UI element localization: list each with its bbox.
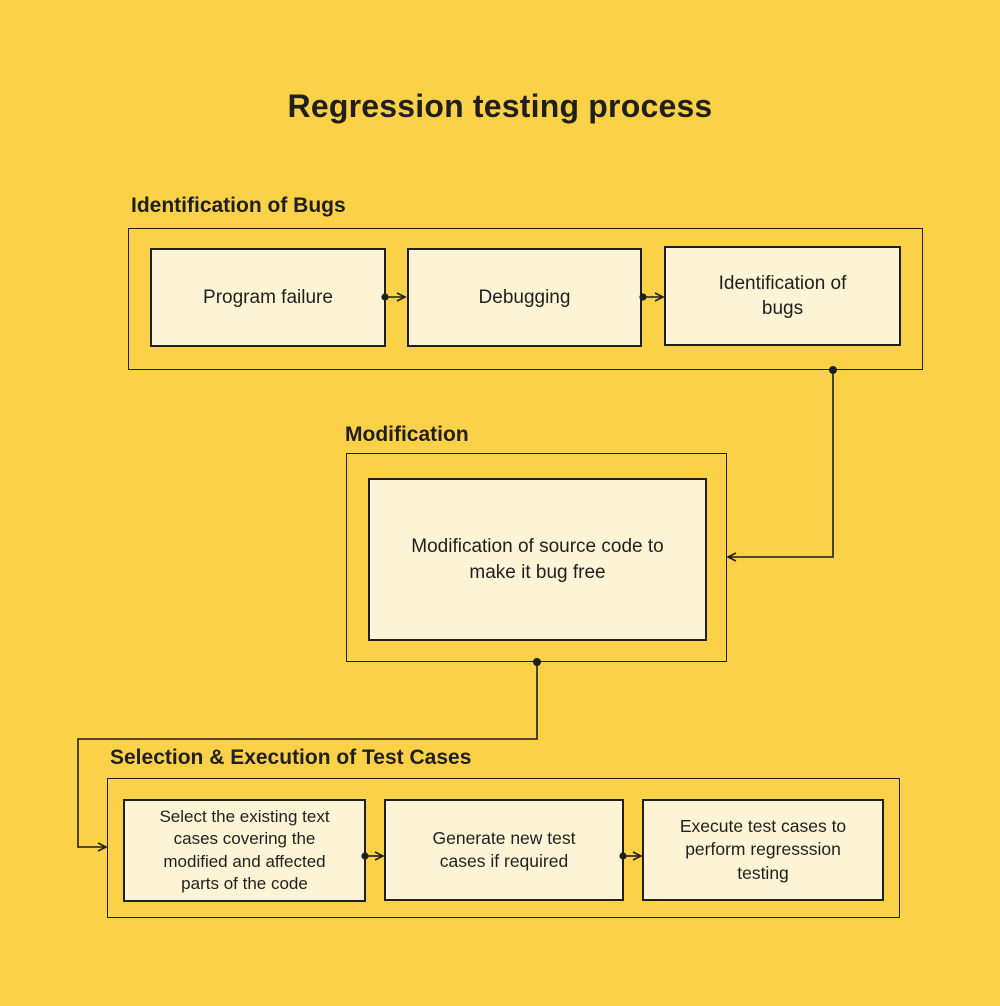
node-modification-of-source-code: Modification of source code to make it b… (368, 478, 707, 641)
node-generate-new-cases: Generate new test cases if required (384, 799, 624, 901)
arrow-identification-to-modification (726, 366, 837, 562)
section-container-selection-execution: Select the existing text cases covering … (107, 778, 900, 918)
section-container-identification-of-bugs: Program failure Debugging Identification… (128, 228, 923, 370)
node-identification-of-bugs: Identification of bugs (664, 246, 901, 346)
node-execute-test-cases: Execute test cases to perform regresssio… (642, 799, 884, 901)
node-select-existing-cases: Select the existing text cases covering … (123, 799, 366, 902)
section-label-selection-execution: Selection & Execution of Test Cases (110, 746, 472, 769)
section-label-identification-of-bugs: Identification of Bugs (131, 194, 346, 217)
node-program-failure: Program failure (150, 248, 386, 347)
section-container-modification: Modification of source code to make it b… (346, 453, 727, 662)
diagram-title: Regression testing process (287, 88, 713, 124)
section-label-modification: Modification (345, 423, 469, 446)
node-debugging: Debugging (407, 248, 642, 347)
